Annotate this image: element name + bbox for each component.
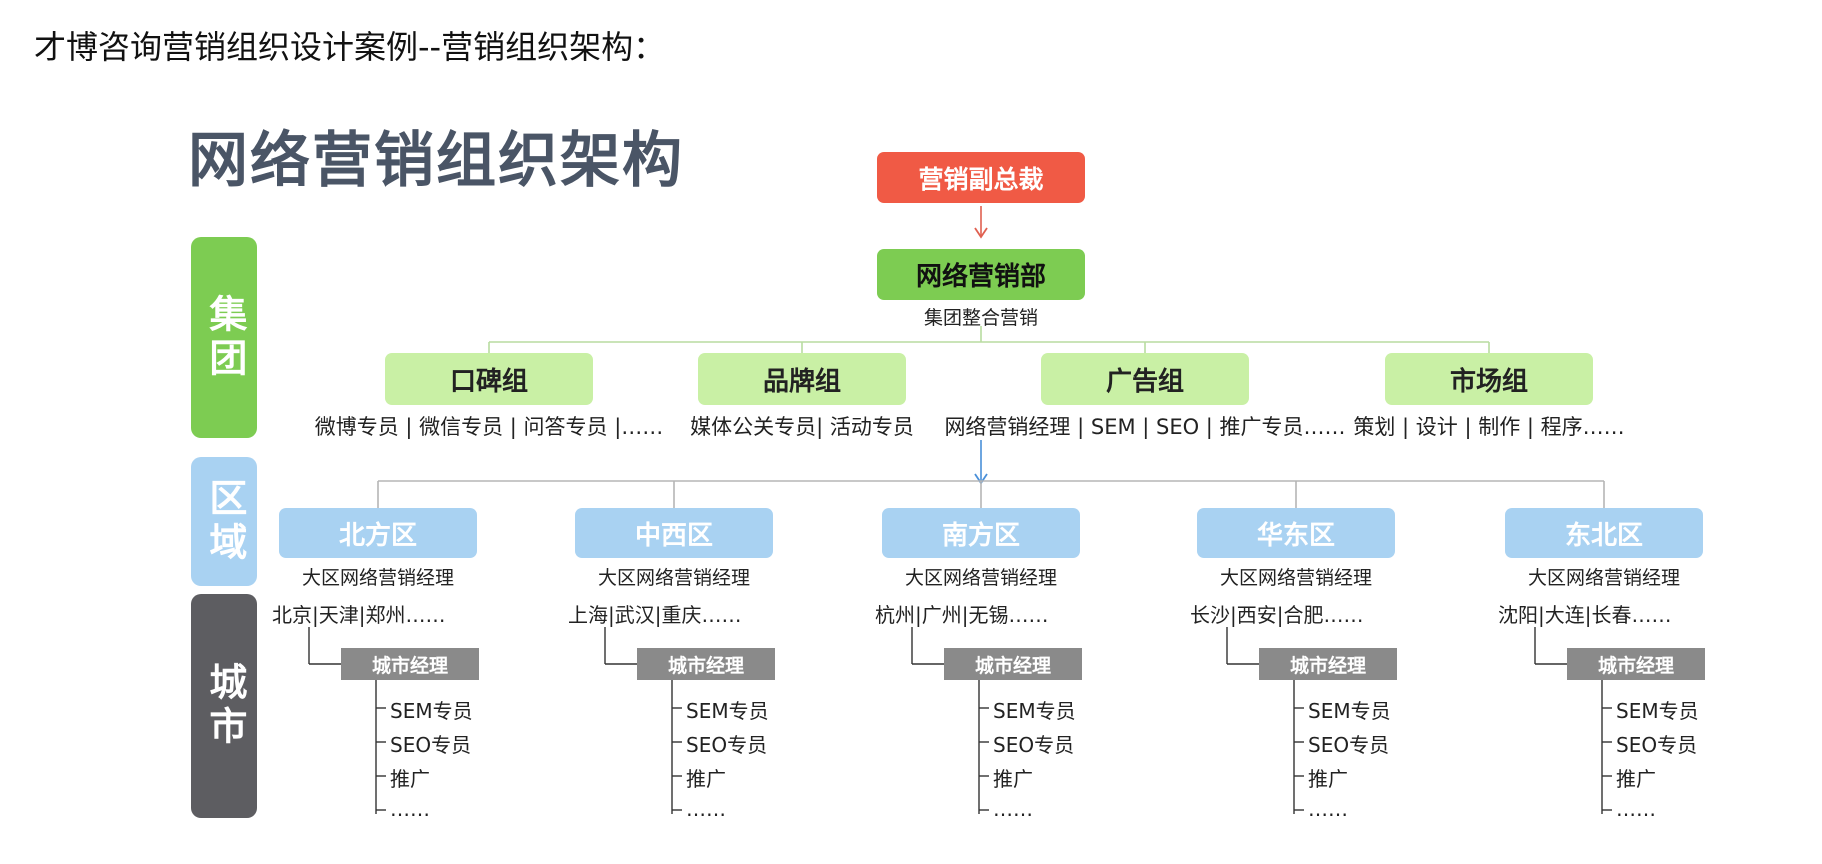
city-manager-box: 城市经理 [944, 648, 1082, 680]
city-role-item: 推广 [686, 767, 726, 791]
region-manager-label: 大区网络营销经理 [1219, 567, 1373, 589]
region-cities: 长沙|西安|合肥…… [1190, 603, 1364, 627]
region-cities: 上海|武汉|重庆…… [568, 603, 742, 627]
diagram-title: 网络营销组织架构 [188, 126, 684, 196]
city-manager-box: 城市经理 [1259, 648, 1397, 680]
city-role-item: 推广 [1616, 767, 1656, 791]
team-members: 微博专员 | 微信专员 | 问答专员 |…… [314, 415, 664, 439]
team-box: 品牌组 [698, 353, 906, 405]
tier-label-city: 城市 [191, 594, 257, 818]
city-role-item: SEO专员 [390, 733, 472, 757]
dept-subtitle: 集团整合营销 [923, 307, 1039, 329]
team-box: 市场组 [1385, 353, 1593, 405]
city-role-item: SEM专员 [390, 699, 473, 723]
city-role-item: SEO专员 [1308, 733, 1390, 757]
dept-box: 网络营销部 [877, 249, 1085, 300]
city-role-item: SEO专员 [993, 733, 1075, 757]
region-manager-label: 大区网络营销经理 [301, 567, 455, 589]
city-role-item: SEM专员 [993, 699, 1076, 723]
region-manager-label: 大区网络营销经理 [1527, 567, 1681, 589]
city-role-item: …… [1616, 797, 1656, 821]
city-role-item: SEM专员 [1308, 699, 1391, 723]
region-cities: 北京|天津|郑州…… [272, 603, 446, 627]
city-role-item: SEM专员 [1616, 699, 1699, 723]
tier-label-region: 区域 [191, 457, 257, 586]
city-role-item: 推广 [993, 767, 1033, 791]
region-box: 北方区 [279, 508, 477, 558]
city-role-item: …… [1308, 797, 1348, 821]
vp-box: 营销副总裁 [877, 152, 1085, 203]
team-box: 广告组 [1041, 353, 1249, 405]
city-role-item: SEO专员 [1616, 733, 1698, 757]
team-members: 策划 | 设计 | 制作 | 程序…… [1353, 415, 1625, 439]
region-cities: 杭州|广州|无锡…… [875, 603, 1049, 627]
region-box: 华东区 [1197, 508, 1395, 558]
city-role-item: SEO专员 [686, 733, 768, 757]
region-manager-label: 大区网络营销经理 [904, 567, 1058, 589]
team-members: 网络营销经理 | SEM | SEO | 推广专员…… [944, 415, 1346, 439]
region-box: 南方区 [882, 508, 1080, 558]
city-role-item: SEM专员 [686, 699, 769, 723]
page-heading: 才博咨询营销组织设计案例--营销组织架构： [34, 28, 666, 66]
region-cities: 沈阳|大连|长春…… [1498, 603, 1672, 627]
city-role-item: …… [993, 797, 1033, 821]
team-box: 口碑组 [385, 353, 593, 405]
team-members: 媒体公关专员| 活动专员 [690, 415, 914, 439]
city-manager-box: 城市经理 [341, 648, 479, 680]
city-role-item: …… [390, 797, 430, 821]
vp-to-dept-arrow-head [974, 227, 988, 239]
region-box: 东北区 [1505, 508, 1703, 558]
city-role-item: 推广 [1308, 767, 1348, 791]
city-manager-box: 城市经理 [1567, 648, 1705, 680]
city-role-item: 推广 [390, 767, 430, 791]
city-manager-box: 城市经理 [637, 648, 775, 680]
region-manager-label: 大区网络营销经理 [597, 567, 751, 589]
region-box: 中西区 [575, 508, 773, 558]
tier-label-group: 集团 [191, 237, 257, 438]
city-role-item: …… [686, 797, 726, 821]
